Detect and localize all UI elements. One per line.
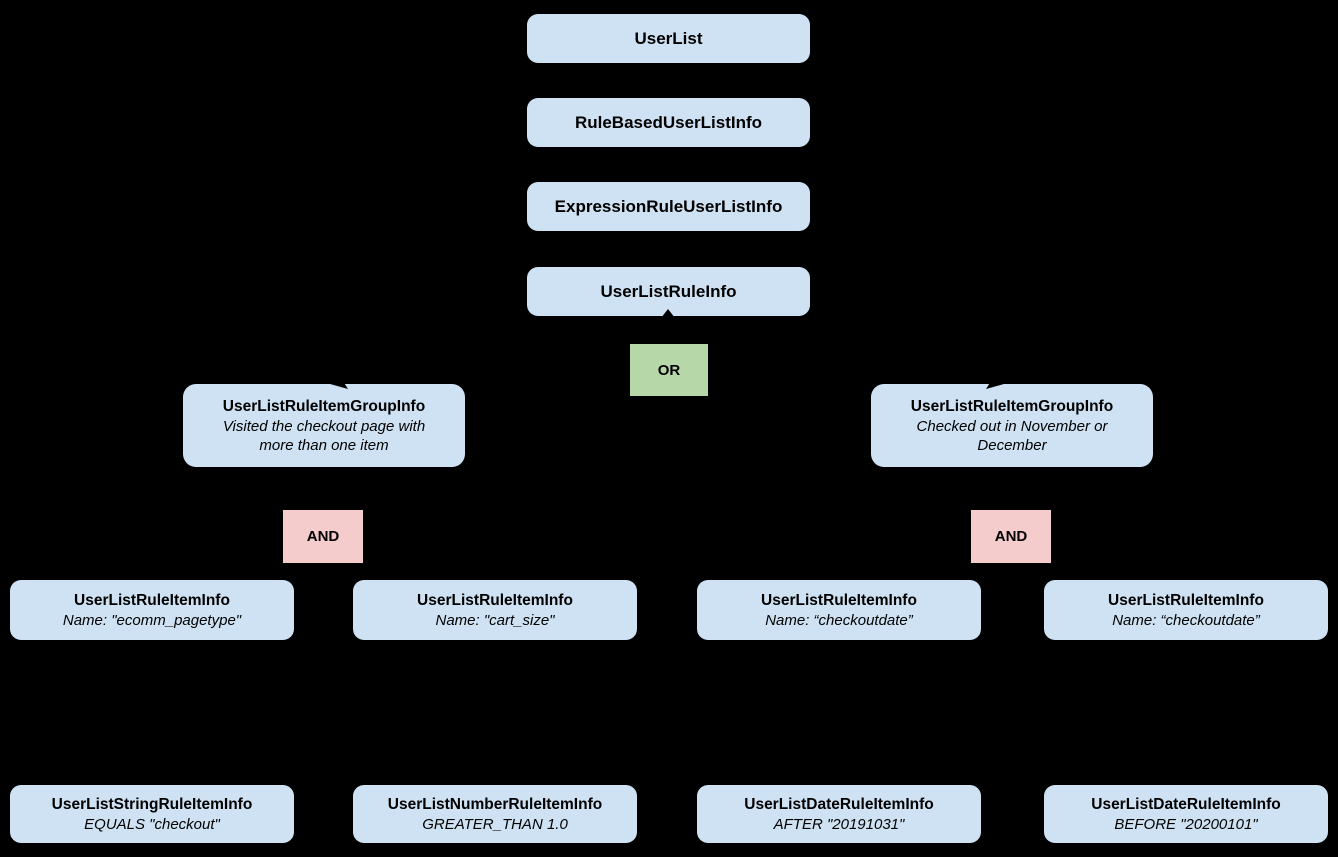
node-description: GREATER_THAN 1.0 bbox=[422, 815, 568, 833]
connector-arrowhead-icon bbox=[661, 309, 675, 318]
node-userlist: UserList bbox=[527, 14, 810, 63]
node-rule-item-group-left: UserListRuleItemGroupInfo Visited the ch… bbox=[183, 384, 465, 467]
node-date-rule-item-before: UserListDateRuleItemInfo BEFORE "2020010… bbox=[1044, 785, 1328, 843]
node-string-rule-item: UserListStringRuleItemInfo EQUALS "check… bbox=[10, 785, 294, 843]
node-label: UserListDateRuleItemInfo bbox=[744, 795, 934, 813]
node-label: UserListRuleItemGroupInfo bbox=[222, 397, 426, 415]
node-expressionruleuserlistinfo: ExpressionRuleUserListInfo bbox=[527, 182, 810, 231]
node-date-rule-item-after: UserListDateRuleItemInfo AFTER "20191031… bbox=[697, 785, 981, 843]
node-description: Name: "ecomm_pagetype" bbox=[62, 611, 242, 629]
node-description: Name: "cart_size" bbox=[435, 611, 555, 629]
node-label: UserListRuleItemInfo bbox=[1108, 591, 1264, 609]
node-description: Visited the checkout page with more than… bbox=[222, 417, 426, 454]
node-label: UserListRuleItemInfo bbox=[417, 591, 573, 609]
node-description: BEFORE "20200101" bbox=[1114, 815, 1258, 833]
node-ruleitem-ecomm-pagetype: UserListRuleItemInfo Name: "ecomm_pagety… bbox=[10, 580, 294, 640]
node-label: ExpressionRuleUserListInfo bbox=[554, 196, 783, 216]
node-description: EQUALS "checkout" bbox=[84, 815, 220, 833]
node-label: UserListRuleItemInfo bbox=[74, 591, 230, 609]
node-label: UserListStringRuleItemInfo bbox=[51, 795, 253, 813]
node-label: RuleBasedUserListInfo bbox=[574, 112, 763, 132]
node-description: AFTER "20191031" bbox=[773, 815, 905, 833]
node-rulebaseduserlistinfo: RuleBasedUserListInfo bbox=[527, 98, 810, 147]
node-label: UserListNumberRuleItemInfo bbox=[387, 795, 603, 813]
node-description: Name: “checkoutdate” bbox=[765, 611, 913, 629]
node-number-rule-item: UserListNumberRuleItemInfo GREATER_THAN … bbox=[353, 785, 637, 843]
node-description: Checked out in November or December bbox=[916, 417, 1108, 454]
node-userlistruleinfo: UserListRuleInfo bbox=[527, 267, 810, 316]
node-rule-item-group-right: UserListRuleItemGroupInfo Checked out in… bbox=[871, 384, 1153, 467]
node-label: UserListRuleItemGroupInfo bbox=[910, 397, 1114, 415]
connector-arrowhead-icon bbox=[322, 380, 348, 389]
node-ruleitem-checkoutdate-1: UserListRuleItemInfo Name: “checkoutdate… bbox=[697, 580, 981, 640]
or-operator-badge: OR bbox=[630, 344, 708, 396]
and-operator-badge-right: AND bbox=[971, 510, 1051, 563]
and-operator-badge-left: AND bbox=[283, 510, 363, 563]
node-ruleitem-cart-size: UserListRuleItemInfo Name: "cart_size" bbox=[353, 580, 637, 640]
node-label: UserListRuleInfo bbox=[600, 281, 737, 301]
node-description: Name: “checkoutdate” bbox=[1112, 611, 1260, 629]
node-label: UserList bbox=[634, 28, 703, 48]
connector-arrowhead-icon bbox=[986, 380, 1012, 389]
node-ruleitem-checkoutdate-2: UserListRuleItemInfo Name: “checkoutdate… bbox=[1044, 580, 1328, 640]
node-label: UserListRuleItemInfo bbox=[761, 591, 917, 609]
node-label: UserListDateRuleItemInfo bbox=[1091, 795, 1281, 813]
